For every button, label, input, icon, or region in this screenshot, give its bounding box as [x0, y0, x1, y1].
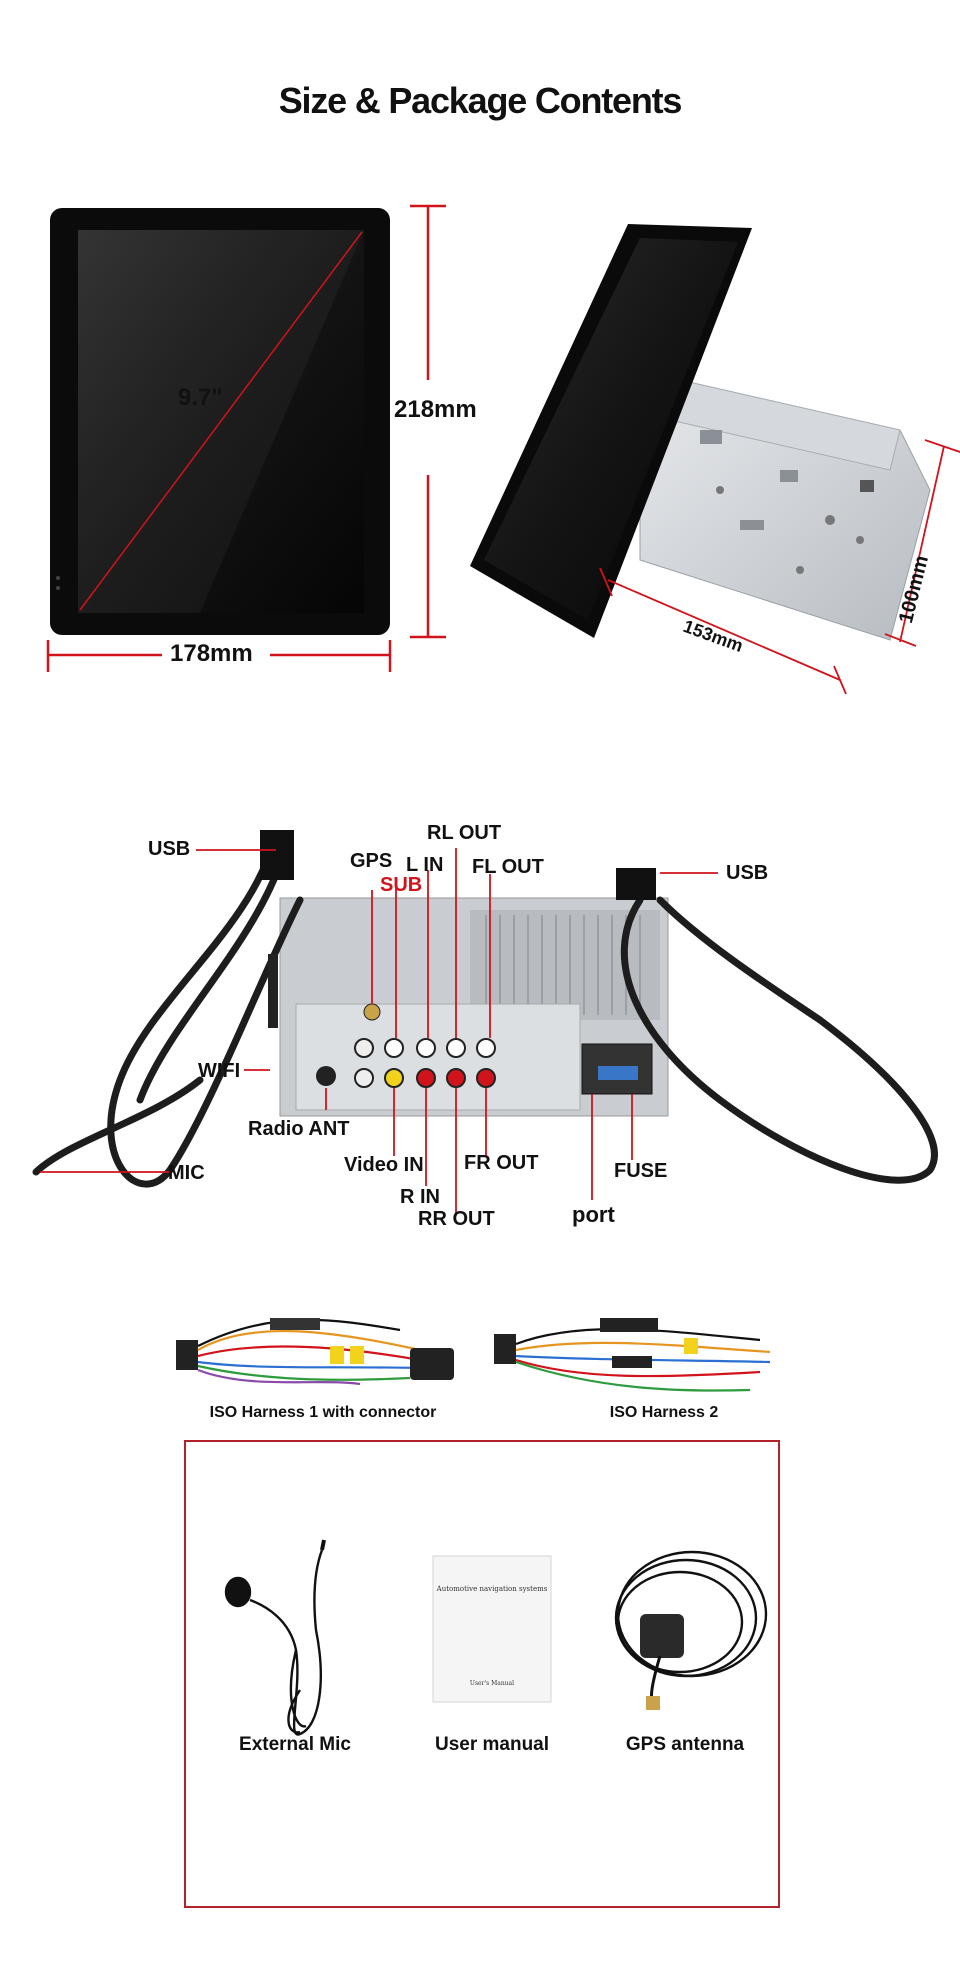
width-label: 178mm [170, 640, 253, 667]
video-in-label: Video IN [344, 1154, 424, 1176]
external-mic-label: External Mic [239, 1734, 351, 1755]
width-dimension-line [46, 640, 392, 672]
l-in-label: L IN [406, 854, 444, 876]
usb-cable-right [620, 896, 938, 1184]
side-screen [470, 224, 752, 638]
depth-dimension-line [599, 439, 960, 695]
usb-right-label: USB [726, 862, 769, 884]
fr-out-label: FR OUT [464, 1152, 539, 1174]
package-box [184, 1440, 780, 1908]
gps-antenna-image [614, 1550, 768, 1710]
iso-harness-2 [494, 1318, 771, 1392]
rl-out-label: RL OUT [427, 822, 502, 844]
gps-antenna-label: GPS antenna [625, 1734, 745, 1755]
rear-chassis [279, 897, 669, 1117]
screen-size-label: 9.7" [178, 384, 223, 411]
user-manual-label: User manual [434, 1734, 550, 1755]
manual-cover-title: Automotive navigation systems [436, 1585, 548, 1593]
front-screen [50, 208, 390, 635]
sub-label: SUB [380, 874, 423, 896]
fuse-label: FUSE [614, 1160, 668, 1182]
radio-ant-label: Radio ANT [248, 1118, 350, 1140]
harness2-label: ISO Harness 2 [609, 1404, 719, 1421]
port-leader-lines [40, 848, 718, 1214]
chassis-box [639, 379, 931, 641]
height-dimension-line [410, 204, 446, 639]
mic-label: MIC [168, 1162, 205, 1184]
usb-cable-left [32, 836, 304, 1188]
user-manual-image [432, 1555, 552, 1703]
rr-out-label: RR OUT [418, 1208, 495, 1230]
iso-harness-1 [176, 1318, 454, 1386]
port-label: port [572, 1202, 615, 1227]
page-title: Size & Package Contents [278, 80, 683, 121]
r-in-label: R IN [400, 1186, 440, 1208]
manual-cover-subtitle: User's Manual [469, 1680, 515, 1687]
fl-out-label: FL OUT [472, 856, 544, 878]
usb-connector-left [260, 830, 294, 880]
harness1-label: ISO Harness 1 with connector [209, 1404, 437, 1421]
usb-connector-right [616, 868, 656, 900]
external-mic-image [224, 1539, 326, 1736]
wifi-label: WIFI [198, 1060, 241, 1082]
usb-left-label: USB [148, 838, 191, 860]
height-label: 218mm [394, 396, 477, 423]
wifi-antenna [268, 954, 278, 1028]
gps-label: GPS [350, 850, 393, 872]
